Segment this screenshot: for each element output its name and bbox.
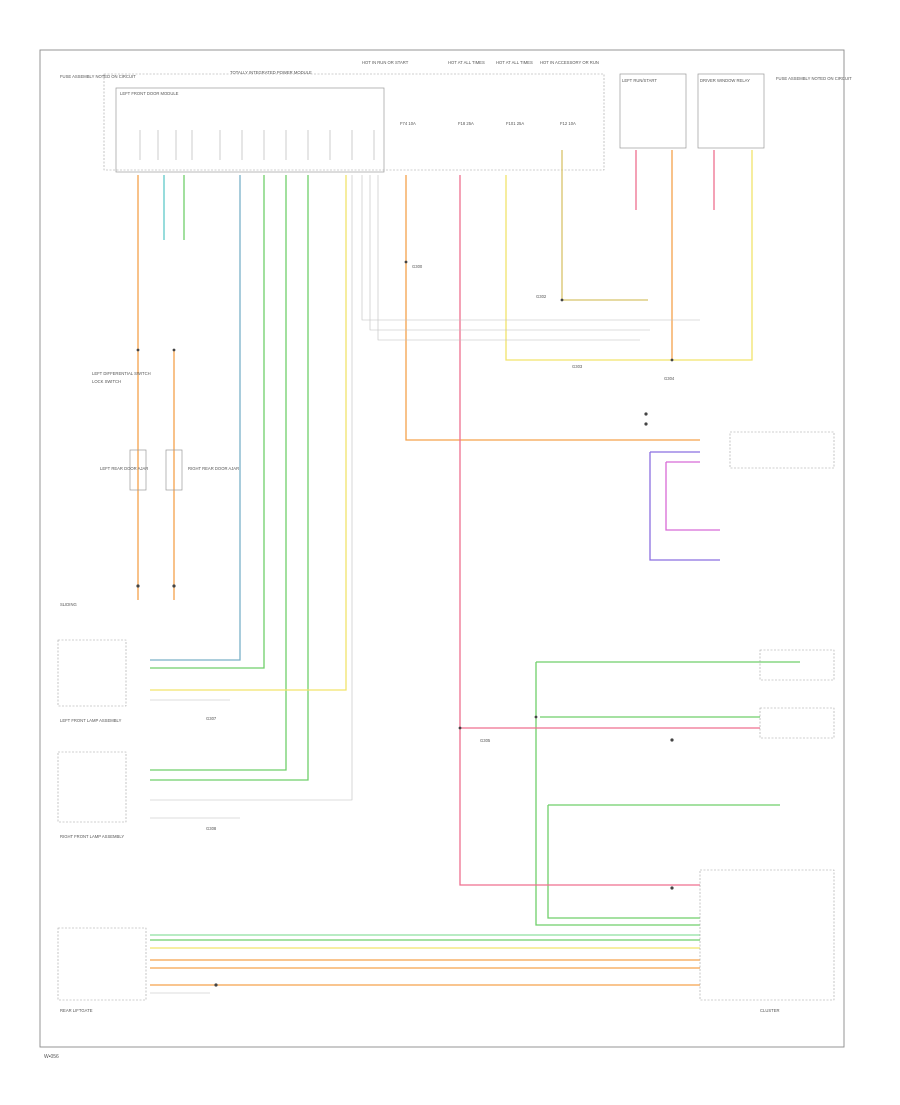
front-lock-label: LOCK SWITCH: [92, 379, 121, 384]
door-module-pins: [139, 130, 375, 160]
hot-label-3: HOT AT ALL TIMES: [496, 60, 533, 65]
blue-grey-wire: [150, 175, 241, 661]
diagram-frame: [39, 49, 845, 1048]
right-door-ajar-switch: [165, 449, 183, 491]
connector-g302: G302: [536, 294, 547, 299]
right-connector-box-3: [759, 707, 835, 739]
left-top-label: FUSE ASSEMBLY NOTED ON CIRCUIT: [60, 74, 136, 79]
page-tag: W•056: [44, 1054, 59, 1060]
green-wires: [150, 175, 800, 941]
cluster-box: [699, 869, 835, 1001]
fig-label: SLIDING: [60, 602, 77, 607]
right-top-label: FUSE ASSEMBLY NOTED ON CIRCUIT: [776, 76, 852, 81]
hot-label-2: HOT AT ALL TIMES: [448, 60, 485, 65]
hot-label-4: HOT IN ACCESSORY OR RUN: [540, 60, 599, 65]
connector-g307: G307: [206, 716, 217, 721]
liftgate-label: REAR LIFTGATE: [60, 1008, 93, 1013]
left-module-label: LEFT FRONT LAMP ASSEMBLY: [60, 718, 122, 723]
connector-g300: G300: [412, 264, 423, 269]
relay-label-2: DRIVER WINDOW RELAY: [700, 78, 750, 83]
fuse-f101: F101 25A: [506, 121, 524, 126]
relay-label-1: LEFT RUN/START: [622, 78, 657, 83]
grey-wires: [150, 175, 700, 994]
relay-box-1: [619, 73, 687, 149]
door-module-box: [115, 87, 385, 173]
lamp-label-right: RIGHT REAR DOOR AJAR: [188, 466, 239, 471]
left-front-lamp-box: [57, 639, 127, 707]
purple-wire: [649, 451, 720, 561]
fuse-f12: F12 10A: [560, 121, 576, 126]
power-module-box: [103, 73, 605, 171]
fuse-f18: F18 25A: [458, 121, 474, 126]
connector-g304: G304: [664, 376, 675, 381]
orange-wires: [137, 150, 700, 986]
right-connector-box-1: [729, 431, 835, 469]
right-module-label: RIGHT FRONT LAMP ASSEMBLY: [60, 834, 124, 839]
splice-dots: [136, 260, 674, 987]
lamp-label-left: LEFT REAR DOOR AJAR: [100, 466, 148, 471]
magenta-wire: [665, 461, 720, 531]
liftgate-box: [57, 927, 147, 1001]
left-door-ajar-switch: [129, 449, 147, 491]
connector-g308: G308: [206, 826, 217, 831]
fuse-f74: F74 10A: [400, 121, 416, 126]
cluster-label: CLUSTER: [760, 1008, 780, 1013]
right-front-lamp-box: [57, 751, 127, 823]
connector-g305: G305: [480, 738, 491, 743]
connector-g303: G303: [572, 364, 583, 369]
front-left-label: LEFT DIFFERENTIAL SWITCH: [92, 371, 151, 376]
relay-box-2: [697, 73, 765, 149]
hot-label-1: HOT IN RUN OR START: [362, 60, 409, 65]
right-connector-box-2: [759, 649, 835, 681]
fuse-box-label: TOTALLY INTEGRATED POWER MODULE: [230, 70, 312, 75]
door-module-label: LEFT FRONT DOOR MODULE: [120, 91, 179, 96]
pink-wires: [459, 150, 760, 886]
